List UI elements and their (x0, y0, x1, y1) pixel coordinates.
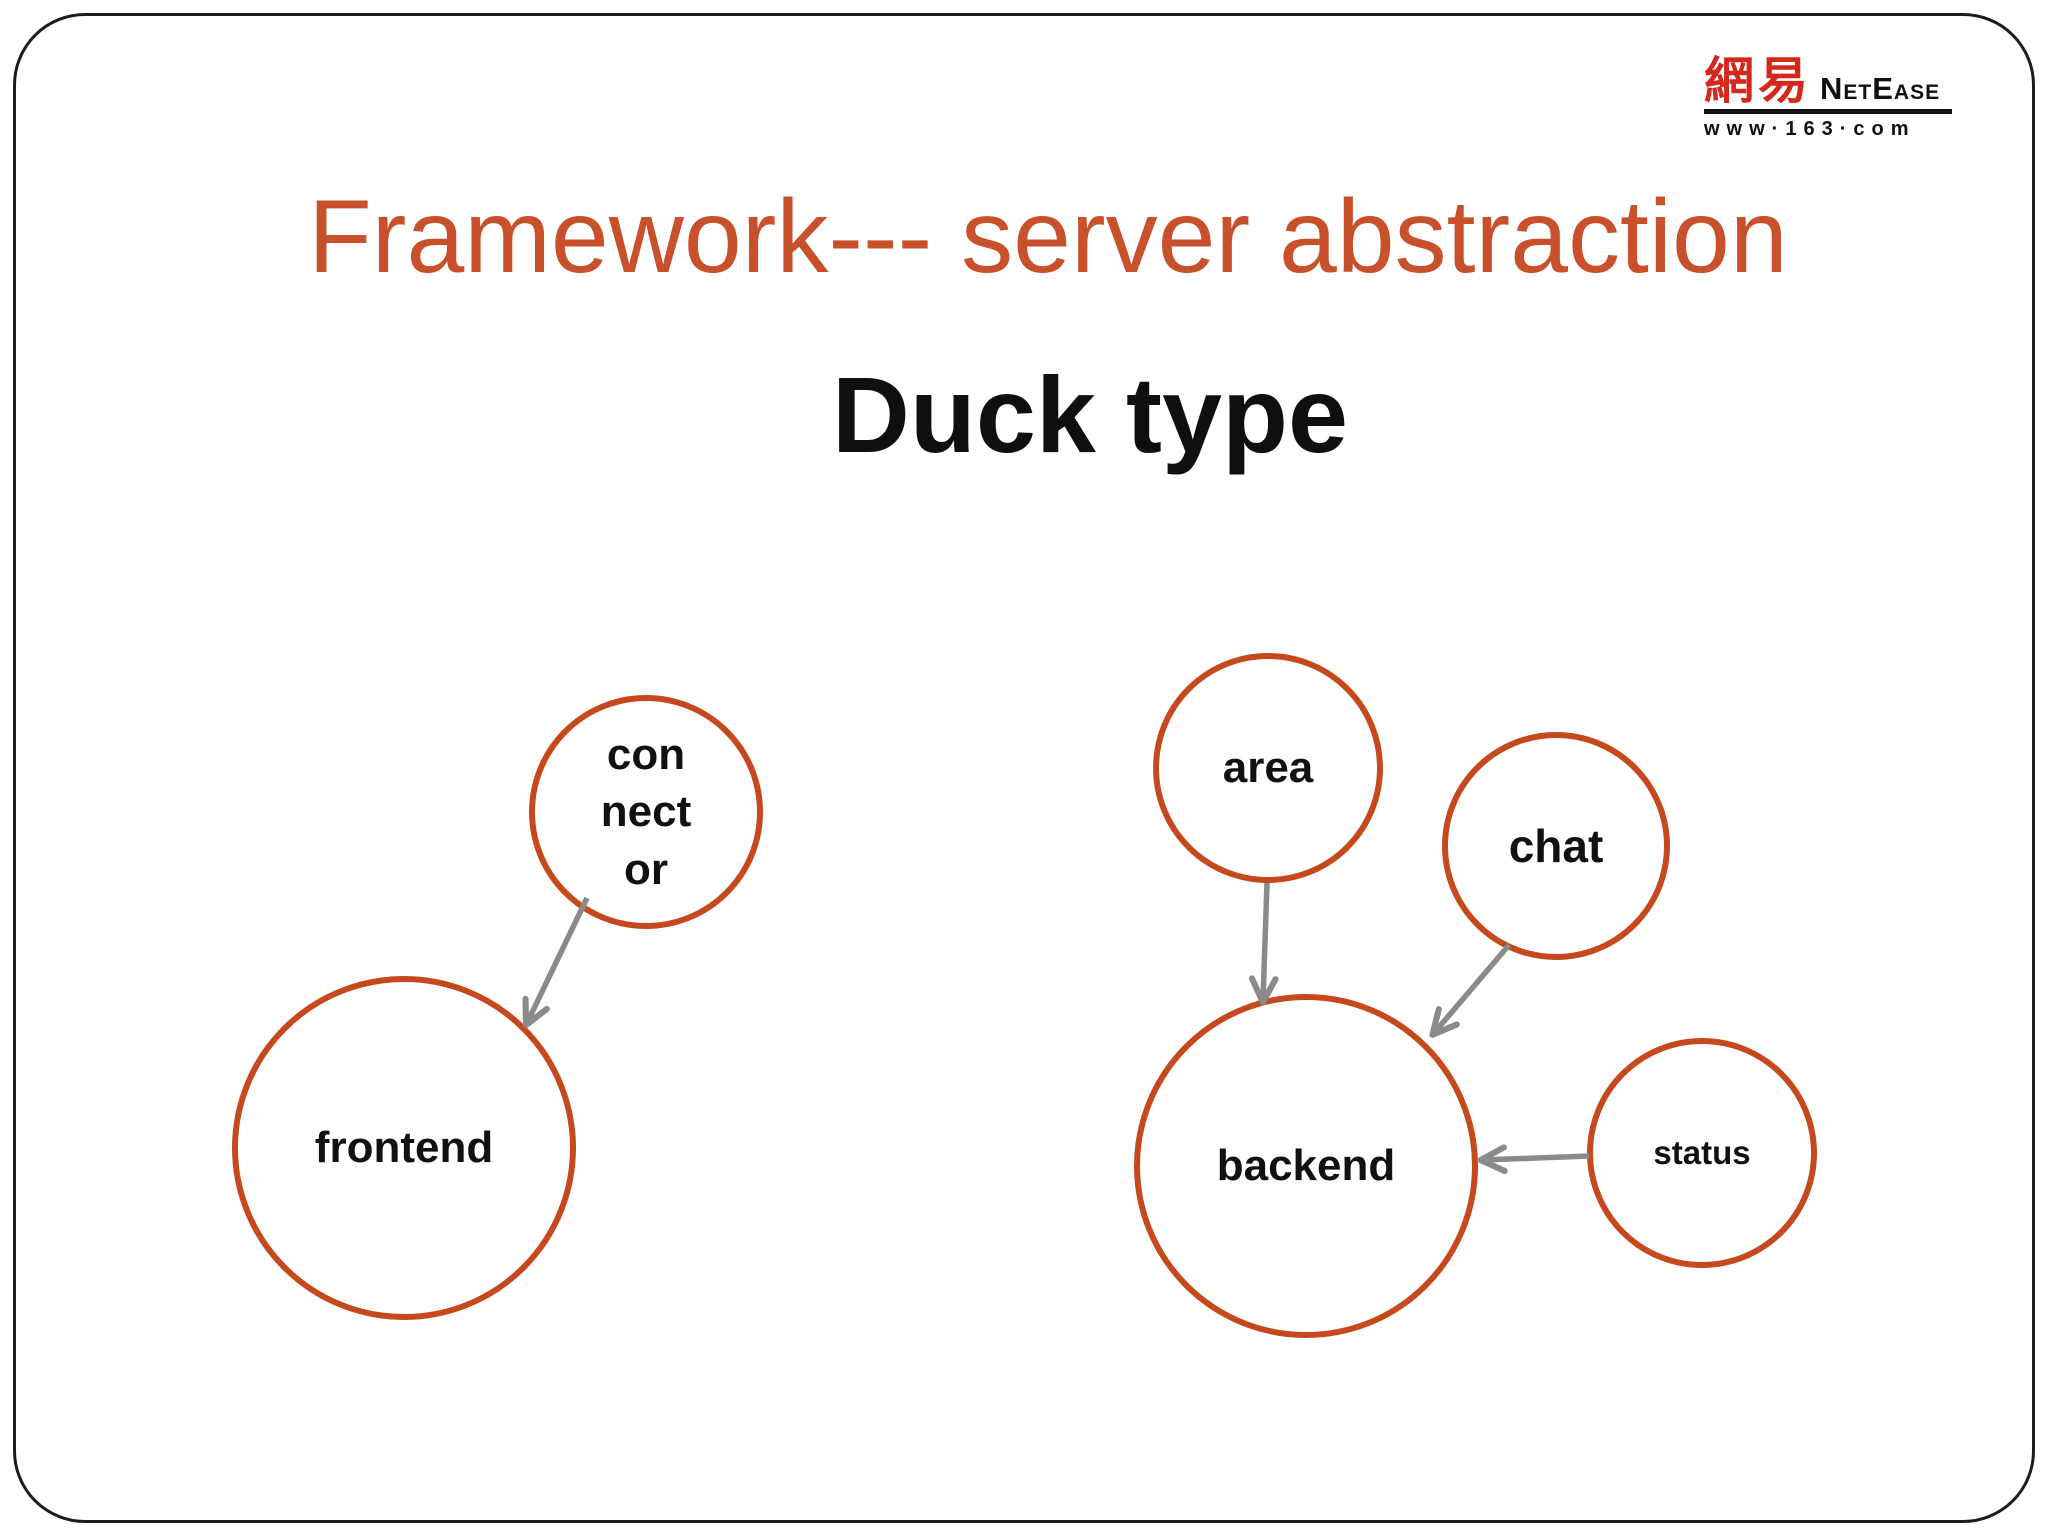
node-status: status (1587, 1038, 1817, 1268)
node-area: area (1153, 653, 1383, 883)
logo-underline (1704, 109, 1952, 114)
node-status-label: status (1653, 1134, 1751, 1171)
logo-url: www·163·com (1704, 118, 1916, 140)
node-connector-label: con nect or (600, 730, 692, 894)
node-frontend: frontend (232, 976, 576, 1320)
netease-logo-row: 網易 NETEASE (1704, 56, 1952, 106)
slide-border-frame (13, 13, 2035, 1523)
node-backend-label: backend (1216, 1141, 1396, 1190)
netease-logo: 網易 NETEASE www·163·com (1704, 56, 1952, 141)
node-connector: con nect or (529, 695, 763, 929)
node-area-label: area (1222, 743, 1314, 792)
netease-wordmark: NETEASE (1820, 71, 1941, 106)
node-chat: chat (1442, 732, 1670, 960)
netease-chinese-logo: 網易 (1704, 53, 1812, 109)
node-backend: backend (1134, 994, 1478, 1338)
slide-subtitle: Duck type (831, 354, 1349, 475)
node-frontend-label: frontend (314, 1123, 494, 1172)
node-chat-label: chat (1508, 820, 1604, 872)
slide-title: Framework--- server abstraction (308, 179, 1788, 295)
